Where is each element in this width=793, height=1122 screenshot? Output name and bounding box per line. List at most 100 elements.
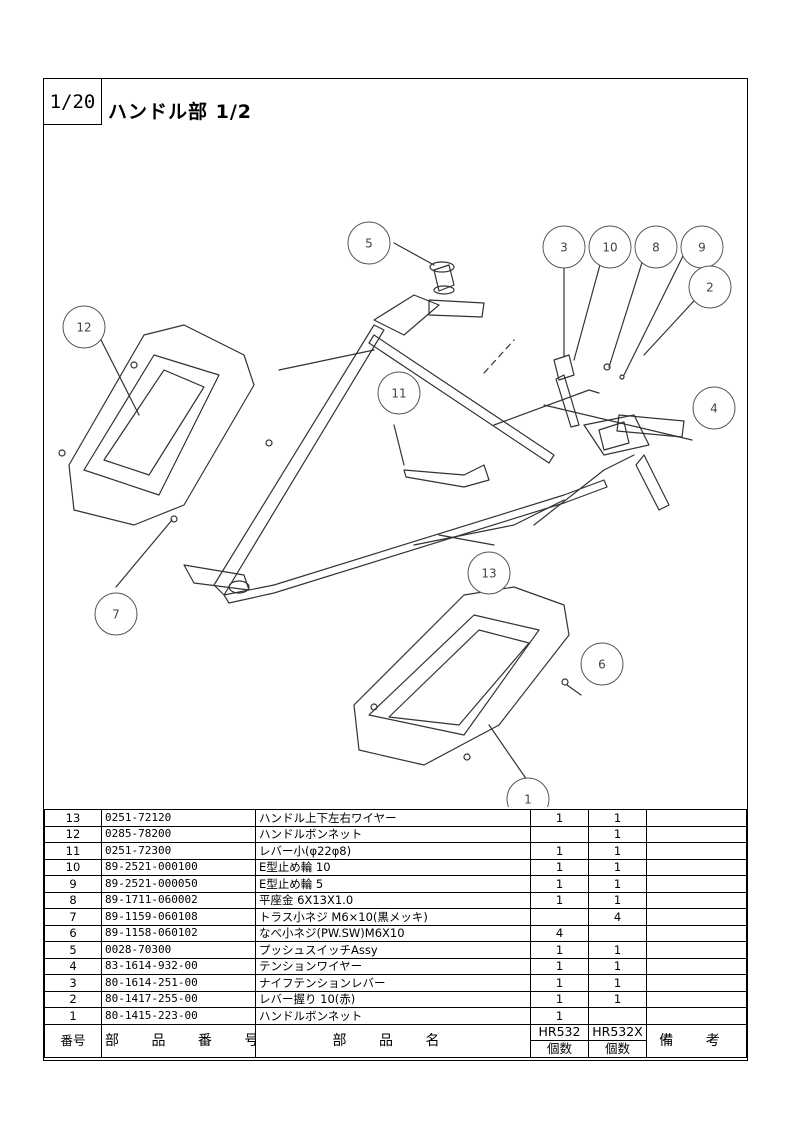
cell-note — [646, 809, 747, 827]
cell-note — [646, 924, 747, 942]
cell-code: 0028-70300 — [101, 941, 256, 959]
cable-left — [278, 349, 375, 371]
frame-tube-left — [213, 324, 385, 596]
cell-q1: 1 — [530, 809, 589, 827]
cell-q1 — [530, 908, 589, 926]
cell-no: 3 — [44, 974, 102, 992]
callout-13 — [467, 551, 511, 595]
cell-name: なべ小ネジ(PW.SW)M6X10 — [255, 924, 531, 942]
cell-name: ハンドルボンネット — [255, 825, 531, 843]
cell-q2: 1 — [588, 974, 647, 992]
cell-q2: 1 — [588, 990, 647, 1008]
cell-note — [646, 858, 747, 876]
cell-q2 — [588, 924, 647, 942]
cell-note — [646, 908, 747, 926]
cell-q2: 1 — [588, 875, 647, 893]
cell-q1: 1 — [530, 842, 589, 860]
cell-note — [646, 941, 747, 959]
cell-name: 平座金 6X13X1.0 — [255, 891, 531, 909]
frame-tube-cross — [368, 334, 555, 464]
cell-code: 80-1415-223-00 — [101, 1007, 256, 1025]
cell-q2 — [588, 1007, 647, 1025]
header-code: 部 品 番 号 — [101, 1023, 256, 1058]
cell-q1: 1 — [530, 990, 589, 1008]
cell-note — [646, 825, 747, 843]
lever-lower — [635, 454, 670, 511]
cell-name: レバー握り 10(赤) — [255, 990, 531, 1008]
cell-no: 5 — [44, 941, 102, 959]
cell-note — [646, 957, 747, 975]
callout-1 — [506, 777, 550, 807]
header-model-1: HR532 — [530, 1023, 589, 1041]
cell-note — [646, 974, 747, 992]
callout-3 — [542, 225, 586, 269]
cell-name: ハンドル上下左右ワイヤー — [255, 809, 531, 827]
exploded-parts-diagram: 5 3 10 8 9 2 12 11 4 7 13 6 1 — [58, 221, 736, 807]
callout-label: 11 — [391, 387, 406, 401]
callout-label: 10 — [602, 241, 617, 255]
cell-note — [646, 891, 747, 909]
cell-note — [646, 1007, 747, 1025]
cell-q2: 1 — [588, 825, 647, 843]
cell-q2: 1 — [588, 891, 647, 909]
cell-q1: 4 — [530, 924, 589, 942]
cell-q1: 1 — [530, 957, 589, 975]
cell-code: 89-2521-000100 — [101, 858, 256, 876]
screw — [130, 361, 138, 369]
bonnet-1 — [353, 586, 570, 766]
callout-10 — [588, 225, 632, 269]
header-model-2: HR532X — [588, 1023, 647, 1041]
page-title: ハンドル部 1/2 — [108, 101, 252, 123]
header-note: 備 考 — [646, 1023, 747, 1058]
callout-5 — [347, 221, 391, 265]
cell-no: 7 — [44, 908, 102, 926]
frame-tube-lower — [223, 479, 608, 604]
cell-q2: 1 — [588, 858, 647, 876]
callout-label: 3 — [560, 241, 568, 255]
callout-label: 1 — [524, 793, 532, 807]
callout-7 — [94, 592, 138, 636]
callout-4 — [692, 386, 736, 430]
cell-q1 — [530, 825, 589, 843]
grip-lower — [616, 414, 685, 438]
cell-no: 11 — [44, 842, 102, 860]
cell-no: 13 — [44, 809, 102, 827]
cell-note — [646, 875, 747, 893]
callout-11 — [377, 371, 421, 415]
push-switch — [433, 264, 455, 292]
header-name: 部 品 名 — [255, 1023, 531, 1058]
cell-no: 9 — [44, 875, 102, 893]
cell-code: 89-1711-060002 — [101, 891, 256, 909]
cell-code: 80-1417-255-00 — [101, 990, 256, 1008]
cell-code: 80-1614-251-00 — [101, 974, 256, 992]
callout-label: 7 — [112, 608, 120, 622]
callout-label: 13 — [481, 567, 496, 581]
cell-name: E型止め輪 10 — [255, 858, 531, 876]
frame-base — [183, 564, 250, 591]
cell-code: 83-1614-932-00 — [101, 957, 256, 975]
cell-code: 89-1158-060102 — [101, 924, 256, 942]
callout-label: 2 — [706, 281, 714, 295]
cell-q1: 1 — [530, 941, 589, 959]
header-qty-2: 個数 — [588, 1040, 647, 1058]
callout-label: 8 — [652, 241, 660, 255]
bonnet-12 — [68, 324, 255, 526]
page-frame: 1/20 ハンドル部 1/2 — [43, 78, 748, 1061]
cell-note — [646, 990, 747, 1008]
cable-13 — [413, 499, 565, 546]
tension-wire — [493, 389, 600, 426]
cell-name: ハンドルボンネット — [255, 1007, 531, 1025]
cell-no: 1 — [44, 1007, 102, 1025]
header-qty-1: 個数 — [530, 1040, 589, 1058]
cell-no: 10 — [44, 858, 102, 876]
callout-label: 9 — [698, 241, 706, 255]
cell-q2: 1 — [588, 842, 647, 860]
